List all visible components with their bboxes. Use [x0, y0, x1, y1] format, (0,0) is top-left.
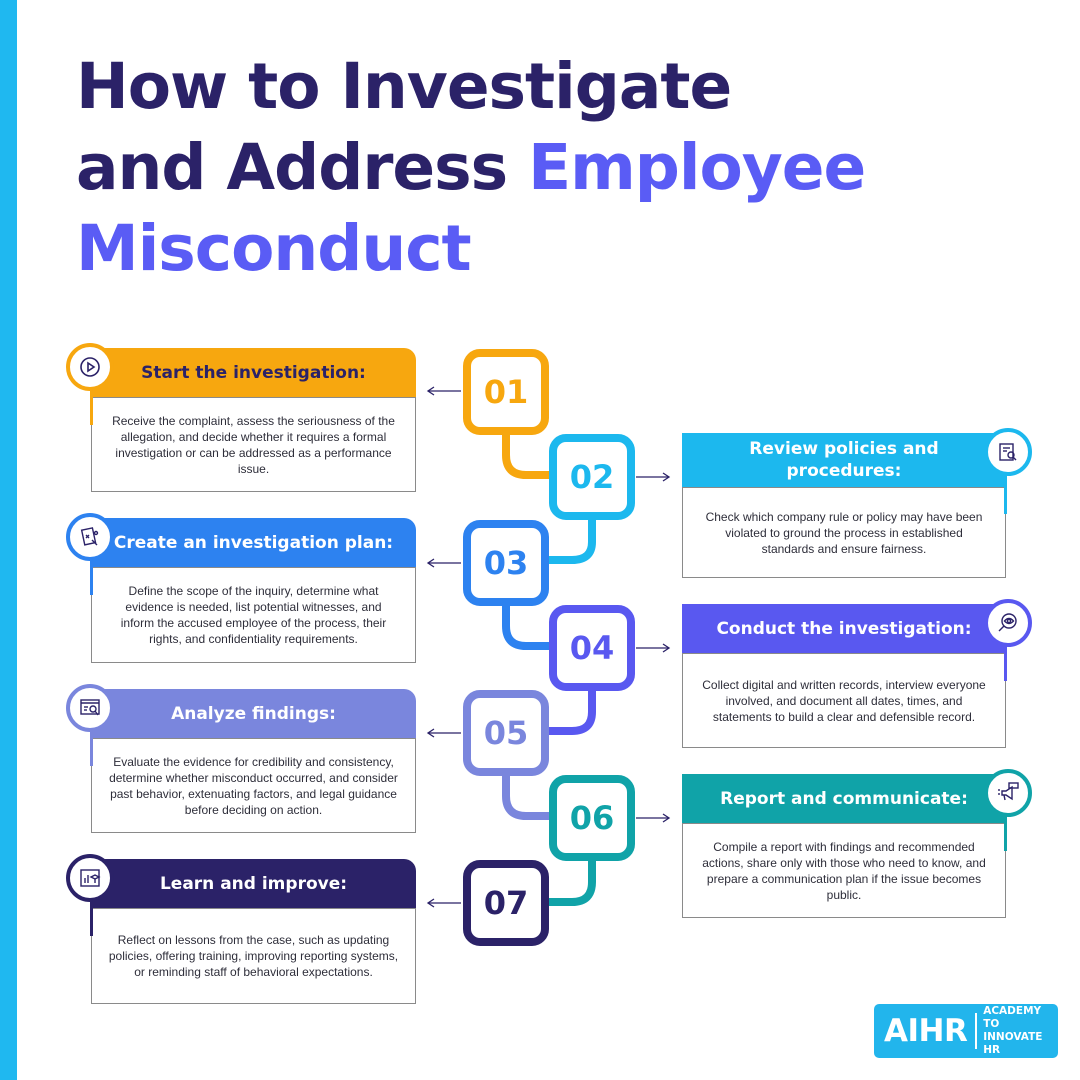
connector-05-06	[502, 768, 554, 820]
title-line-3: Misconduct	[76, 212, 472, 285]
step-description: Evaluate the evidence for credibility an…	[109, 754, 398, 817]
arrow-step-04	[636, 643, 671, 653]
step-card-body: Collect digital and written records, int…	[682, 653, 1006, 748]
step-card-header: Analyze findings:	[91, 689, 416, 738]
step-card-body: Reflect on lessons from the case, such a…	[91, 908, 416, 1004]
arrow-step-06	[636, 813, 671, 823]
plan-sketch-icon	[66, 513, 114, 561]
megaphone-icon	[984, 769, 1032, 817]
step-card-body: Define the scope of the inquiry, determi…	[91, 567, 416, 663]
step-number-02: 02	[549, 434, 635, 520]
logo-divider	[975, 1013, 978, 1049]
step-card-05: Analyze findings: Evaluate the evidence …	[91, 689, 416, 833]
connector-01-02	[502, 427, 554, 479]
step-number-07: 07	[463, 860, 549, 946]
arrow-step-01	[426, 386, 461, 396]
page-title: How to Investigate and Address Employee …	[76, 46, 866, 289]
step-card-02: Review policies and procedures: Check wh…	[682, 433, 1006, 578]
arrow-step-02	[636, 472, 671, 482]
learning-chart-icon	[66, 854, 114, 902]
step-card-07: Learn and improve: Reflect on lessons fr…	[91, 859, 416, 1004]
arrow-step-05	[426, 728, 461, 738]
step-card-header: Create an investigation plan:	[91, 518, 416, 567]
connector-03-04	[502, 598, 554, 650]
step-description: Collect digital and written records, int…	[702, 677, 986, 724]
play-icon	[66, 343, 114, 391]
step-card-04: Conduct the investigation: Collect digit…	[682, 604, 1006, 748]
step-card-03: Create an investigation plan: Define the…	[91, 518, 416, 663]
step-number-05: 05	[463, 690, 549, 776]
step-card-body: Evaluate the evidence for credibility an…	[91, 738, 416, 833]
card-accent-line	[90, 383, 93, 425]
step-card-body: Check which company rule or policy may h…	[682, 487, 1006, 578]
step-title: Start the investigation:	[141, 362, 366, 383]
arrow-step-03	[426, 558, 461, 568]
step-title: Analyze findings:	[171, 703, 336, 724]
analytics-window-icon	[66, 684, 114, 732]
logo-subtitle-line-2: INNOVATE HR	[983, 1031, 1043, 1056]
step-number-06: 06	[549, 775, 635, 861]
step-number-03: 03	[463, 520, 549, 606]
step-card-header: Report and communicate:	[682, 774, 1006, 823]
step-title: Conduct the investigation:	[716, 618, 972, 639]
card-accent-line	[90, 894, 93, 936]
title-line-2-highlight: Employee	[528, 131, 866, 204]
card-accent-line	[90, 553, 93, 595]
connector-02-03	[545, 514, 596, 564]
step-card-header: Review policies and procedures:	[682, 433, 1006, 487]
step-title: Review policies and procedures:	[749, 439, 939, 481]
card-accent-line	[1004, 809, 1007, 851]
step-number-01: 01	[463, 349, 549, 435]
step-card-body: Compile a report with findings and recom…	[682, 823, 1006, 918]
step-description: Define the scope of the inquiry, determi…	[120, 584, 387, 646]
card-accent-line	[90, 724, 93, 766]
step-card-header: Learn and improve:	[91, 859, 416, 908]
connector-04-05	[545, 685, 596, 735]
logo-subtitle-line-1: ACADEMY TO	[983, 1005, 1042, 1030]
step-card-body: Receive the complaint, assess the seriou…	[91, 397, 416, 492]
title-line-1: How to Investigate	[76, 50, 732, 123]
document-search-icon	[984, 428, 1032, 476]
step-title: Create an investigation plan:	[113, 532, 394, 553]
step-description: Check which company rule or policy may h…	[705, 509, 983, 556]
step-title: Learn and improve:	[159, 873, 348, 894]
card-accent-line	[1004, 468, 1007, 514]
step-card-header: Start the investigation:	[91, 348, 416, 397]
step-card-header: Conduct the investigation:	[682, 604, 1006, 653]
step-number-04: 04	[549, 605, 635, 691]
step-title: Report and communicate:	[720, 788, 968, 809]
logo-main-text: AIHR	[884, 1013, 968, 1049]
step-card-01: Start the investigation: Receive the com…	[91, 348, 416, 492]
step-description: Receive the complaint, assess the seriou…	[112, 413, 395, 476]
logo-subtitle: ACADEMY TO INNOVATE HR	[983, 1005, 1058, 1057]
connector-06-07	[545, 855, 596, 906]
step-description: Reflect on lessons from the case, such a…	[108, 933, 399, 979]
arrow-step-07	[426, 898, 461, 908]
title-line-2-plain: and Address	[76, 131, 529, 204]
card-accent-line	[1004, 639, 1007, 681]
aihr-logo: AIHR ACADEMY TO INNOVATE HR	[874, 1004, 1058, 1058]
step-description: Compile a report with findings and recom…	[702, 839, 986, 902]
step-card-06: Report and communicate: Compile a report…	[682, 774, 1006, 918]
magnifier-eye-icon	[984, 599, 1032, 647]
left-accent-bar	[0, 0, 17, 1080]
